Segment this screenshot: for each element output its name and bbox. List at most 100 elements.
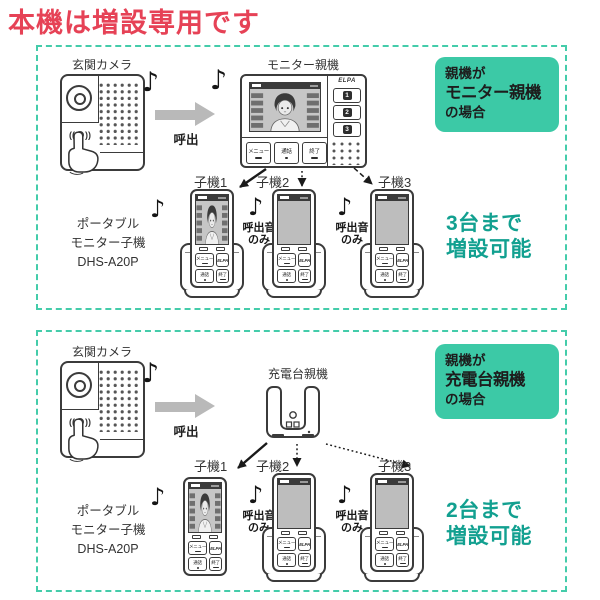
- panel-monitor-parent-case: 玄関カメラ (( )) ♪ ♪ 呼出 モニター親機: [36, 45, 567, 310]
- entrance-camera-unit: (( )): [60, 361, 145, 458]
- music-note-icon: ♪: [248, 193, 264, 221]
- talk-button: 通話: [188, 557, 208, 571]
- handset-3-unit: メニュー ELPA 通話 終了: [354, 473, 430, 585]
- handset-1-unit: メニュー ELPA 通話 終了: [167, 477, 243, 589]
- handset-screen: [195, 194, 229, 245]
- portable-monitor-handset: メニュー ELPA 通話 終了: [370, 473, 414, 572]
- ring-only-note: 呼出音のみ: [335, 222, 369, 246]
- capacity-note: 3台まで 増設可能: [446, 212, 532, 262]
- monitor-parent-label: モニター親機: [266, 58, 339, 72]
- brand-logo: ELPA: [216, 253, 230, 267]
- music-note-icon: ♪: [210, 65, 228, 96]
- case-badge-monitor-parent: 親機が モニター親機 の場合: [435, 57, 559, 132]
- capacity-note: 2台まで 増設可能: [446, 499, 532, 549]
- speaker-grille-icon: [332, 142, 364, 165]
- divider: [100, 439, 143, 440]
- call-label: 呼出: [173, 133, 199, 147]
- sound-wave-icon: ((: [69, 417, 75, 427]
- divider: [327, 76, 328, 166]
- end-button: 終了: [396, 553, 410, 567]
- music-note-icon: ♪: [337, 193, 353, 221]
- sound-wave-icon: ((: [69, 130, 75, 140]
- music-note-icon: ♪: [248, 481, 264, 509]
- handset-3-label: 子機3: [378, 459, 412, 474]
- music-note-icon: ♪: [150, 195, 166, 223]
- talk-button: 通話: [277, 553, 297, 567]
- handset-2-label: 子機2: [256, 175, 290, 190]
- portable-monitor-handset: メニュー ELPA 通話 終了: [190, 189, 234, 288]
- brand-logo: ELPA: [396, 537, 410, 551]
- handset-3-unit: メニュー ELPA 通話 終了: [354, 189, 430, 301]
- handset-2-unit: メニュー ELPA 通話 終了: [256, 473, 332, 585]
- handset-1-unit: メニュー ELPA 通話 終了: [174, 189, 250, 301]
- portable-monitor-handset: メニュー ELPA 通話 終了: [183, 477, 227, 576]
- visitor-image: [196, 201, 228, 245]
- portable-monitor-handset: メニュー ELPA 通話 終了: [272, 189, 316, 288]
- handset-screen-blank: [277, 194, 311, 245]
- screen-status-bar: [250, 83, 320, 89]
- brand-logo: ELPA: [338, 78, 356, 84]
- talk-button: 通話: [277, 269, 297, 283]
- talk-button: 通話: [274, 142, 299, 164]
- product-name: ポータブル モニター子機 DHS-A20P: [70, 504, 146, 556]
- brand-logo: ELPA: [209, 541, 223, 555]
- menu-button: メニュー: [277, 253, 297, 267]
- handset-screen-blank: [277, 478, 311, 529]
- end-button: 終了: [216, 269, 230, 283]
- handset-hinge: [372, 245, 412, 253]
- music-note-icon: ♪: [142, 67, 160, 98]
- handset-1-label: 子機1: [194, 175, 228, 190]
- call-arrow: [155, 102, 217, 127]
- entrance-camera-label: 玄関カメラ: [71, 345, 132, 359]
- talk-button: 通話: [195, 269, 215, 283]
- handset-screen-blank: [375, 478, 409, 529]
- end-button: 終了: [298, 269, 312, 283]
- call-arrow: [155, 394, 217, 419]
- handset-hinge: [372, 529, 412, 537]
- sound-wave-icon: )): [85, 130, 91, 140]
- menu-button: メニュー: [375, 253, 395, 267]
- menu-button: メニュー: [246, 142, 271, 164]
- menu-button: メニュー: [195, 253, 215, 267]
- end-button: 終了: [298, 553, 312, 567]
- visitor-image: [189, 489, 221, 533]
- portable-monitor-handset: メニュー ELPA 通話 終了: [272, 473, 316, 572]
- handset-1-label: 子機1: [194, 459, 228, 474]
- handset-3-label: 子機3: [378, 175, 412, 190]
- handset-hinge: [192, 245, 232, 253]
- speaker-grille-icon: [99, 83, 139, 145]
- brand-logo: ELPA: [396, 253, 410, 267]
- handset-2-label: 子機2: [256, 459, 290, 474]
- cradle-parent-label: 充電台親機: [267, 367, 328, 381]
- end-button: 終了: [396, 269, 410, 283]
- divider: [100, 152, 143, 153]
- sound-wave-icon: )): [85, 417, 91, 427]
- visitor-image: [250, 89, 320, 132]
- handset-hinge: [185, 533, 225, 541]
- channel-1-button: 1: [333, 88, 361, 103]
- music-note-icon: ♪: [337, 481, 353, 509]
- call-label: 呼出: [173, 425, 199, 439]
- camera-lens-cell: [62, 76, 99, 123]
- brand-logo: ELPA: [298, 253, 312, 267]
- handset-screen-blank: [375, 194, 409, 245]
- monitor-parent-unit: ELPA 1 2 3 メニュー 通話 終了: [240, 74, 367, 168]
- charging-cradle-parent-unit: [264, 384, 322, 441]
- channel-2-button: 2: [333, 105, 361, 120]
- page-title: 本機は増設専用です: [8, 8, 260, 38]
- case-badge-cradle-parent: 親機が 充電台親機 の場合: [435, 344, 559, 419]
- camera-lens-icon: [66, 372, 92, 398]
- ring-only-note: 呼出音のみ: [242, 510, 276, 534]
- portable-monitor-handset: メニュー ELPA 通話 終了: [370, 189, 414, 288]
- pressing-hand-icon: [66, 417, 106, 467]
- speaker-grille-icon: [99, 370, 139, 432]
- monitor-screen: [249, 82, 321, 132]
- brand-logo: ELPA: [298, 537, 312, 551]
- talk-button: 通話: [375, 553, 395, 567]
- handset-hinge: [274, 245, 314, 253]
- handset-2-unit: メニュー ELPA 通話 終了: [256, 189, 332, 301]
- end-button: 終了: [209, 557, 223, 571]
- camera-lens-icon: [66, 85, 92, 111]
- music-note-icon: ♪: [150, 483, 166, 511]
